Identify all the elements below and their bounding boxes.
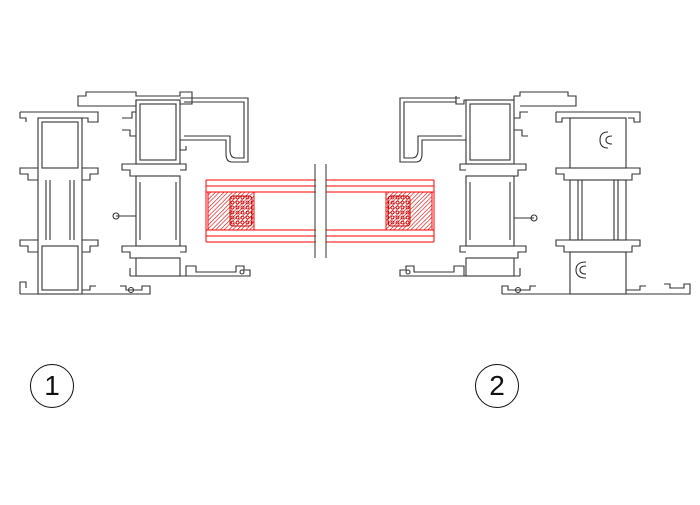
- sash-left: [77, 91, 251, 277]
- glass-pane-right: [326, 179, 434, 243]
- section-label-1: 1: [30, 364, 74, 408]
- profile-left: [19, 91, 251, 295]
- outer-frame-right: [501, 111, 691, 295]
- section-label-2: 2: [475, 364, 519, 408]
- outer-frame-left: [19, 111, 151, 295]
- sash-right: [399, 91, 577, 277]
- profile-right: [399, 91, 691, 295]
- break-lines: [314, 164, 327, 258]
- glass-pane-left: [206, 179, 316, 243]
- glass-unit: [205, 179, 435, 243]
